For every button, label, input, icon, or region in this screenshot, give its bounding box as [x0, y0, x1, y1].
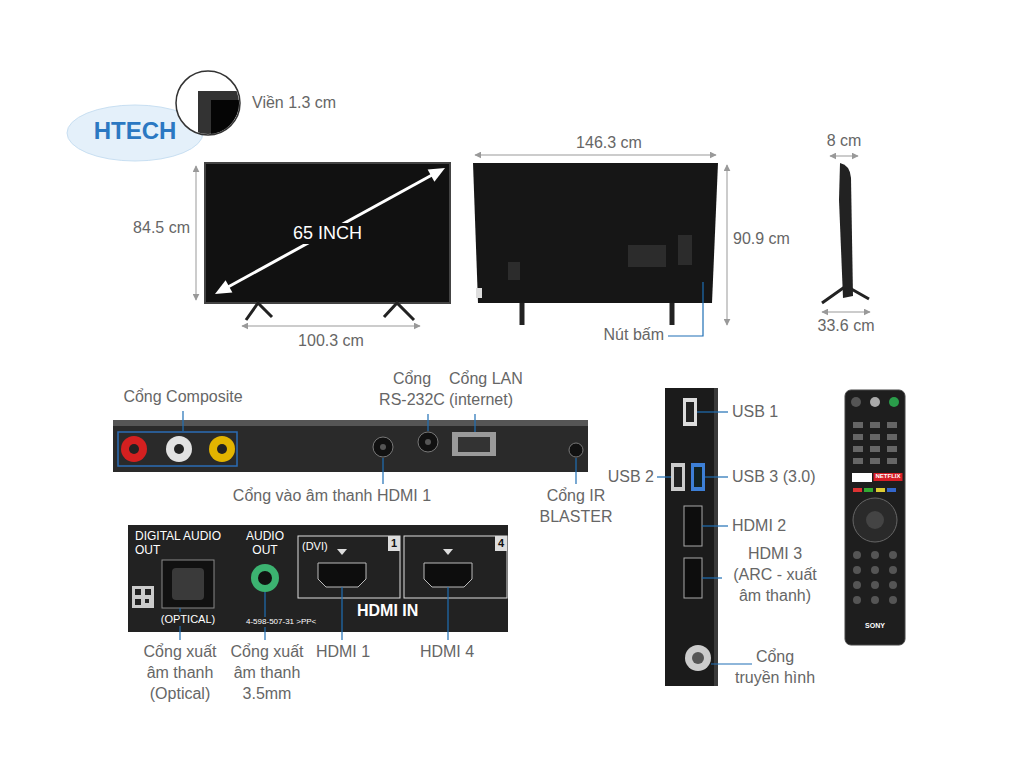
port-label: Cổng Composite	[123, 387, 242, 408]
remote-print: NETFLIX	[874, 473, 903, 481]
port-number: 4	[498, 536, 504, 550]
port-label: Cổng xuất âm thanh 3.5mm	[226, 642, 308, 704]
port-label: HDMI 3 (ARC - xuất âm thanh)	[727, 544, 823, 606]
panel-print: HDMI IN	[357, 601, 418, 622]
bezel-zoom	[176, 71, 261, 151]
dimension-label: 33.6 cm	[818, 316, 875, 337]
port-label: USB 1	[732, 402, 778, 423]
leader-line	[180, 587, 448, 640]
port-label: Cổng LAN (internet)	[449, 369, 529, 411]
tv-back	[473, 163, 718, 325]
panel-print: (OPTICAL)	[159, 612, 217, 626]
panel-print: DIGITAL AUDIO OUT	[135, 530, 235, 558]
dimension-label: 90.9 cm	[733, 229, 790, 250]
dimension-line	[830, 156, 858, 157]
port-label: Cổng xuất âm thanh (Optical)	[139, 642, 221, 704]
dimension-line	[727, 165, 728, 325]
panel-print: (DVI)	[302, 539, 328, 553]
port-label: USB 2	[608, 467, 654, 488]
dimension-line	[196, 166, 197, 300]
dimension-label: Viền 1.3 cm	[252, 93, 336, 114]
tv-screen: 65 INCH	[205, 163, 450, 303]
side-ports	[665, 388, 718, 686]
watermark: HTECH	[94, 115, 177, 146]
port-label: Cổng RS-232C	[377, 369, 447, 411]
leader-line	[657, 412, 752, 664]
port-label: USB 3 (3.0)	[732, 467, 816, 488]
tv-front	[205, 163, 450, 320]
port-label: Cổng truyền hình	[734, 647, 817, 689]
part-label: Nút bấm	[604, 325, 664, 346]
dimension-line	[822, 312, 870, 313]
port-label: HDMI 4	[420, 642, 474, 663]
tv-side	[822, 163, 869, 303]
remote-control	[845, 390, 905, 645]
panel-print: 4-598-507-31 >PP<	[244, 617, 318, 627]
hdmi-panel	[128, 525, 508, 632]
remote-print: SONY	[865, 621, 885, 630]
dimension-label: 146.3 cm	[576, 133, 642, 154]
panel-print: AUDIO OUT	[239, 530, 291, 558]
dimension-line	[475, 155, 716, 156]
port-label: Cổng vào âm thanh HDMI 1	[233, 486, 431, 507]
port-label: HDMI 1	[316, 642, 370, 663]
port-strip	[113, 420, 588, 472]
port-label: HDMI 2	[732, 516, 786, 537]
dimension-label: 100.3 cm	[298, 331, 364, 352]
port-label: Cổng IR BLASTER	[526, 486, 626, 528]
dimension-label: 8 cm	[827, 131, 862, 152]
dimension-line	[242, 326, 420, 327]
screen-size-label: 65 INCH	[288, 223, 367, 244]
port-number: 1	[391, 536, 397, 550]
leader-line	[183, 411, 576, 484]
leader-line	[668, 282, 703, 336]
dimension-label: 84.5 cm	[133, 218, 190, 239]
